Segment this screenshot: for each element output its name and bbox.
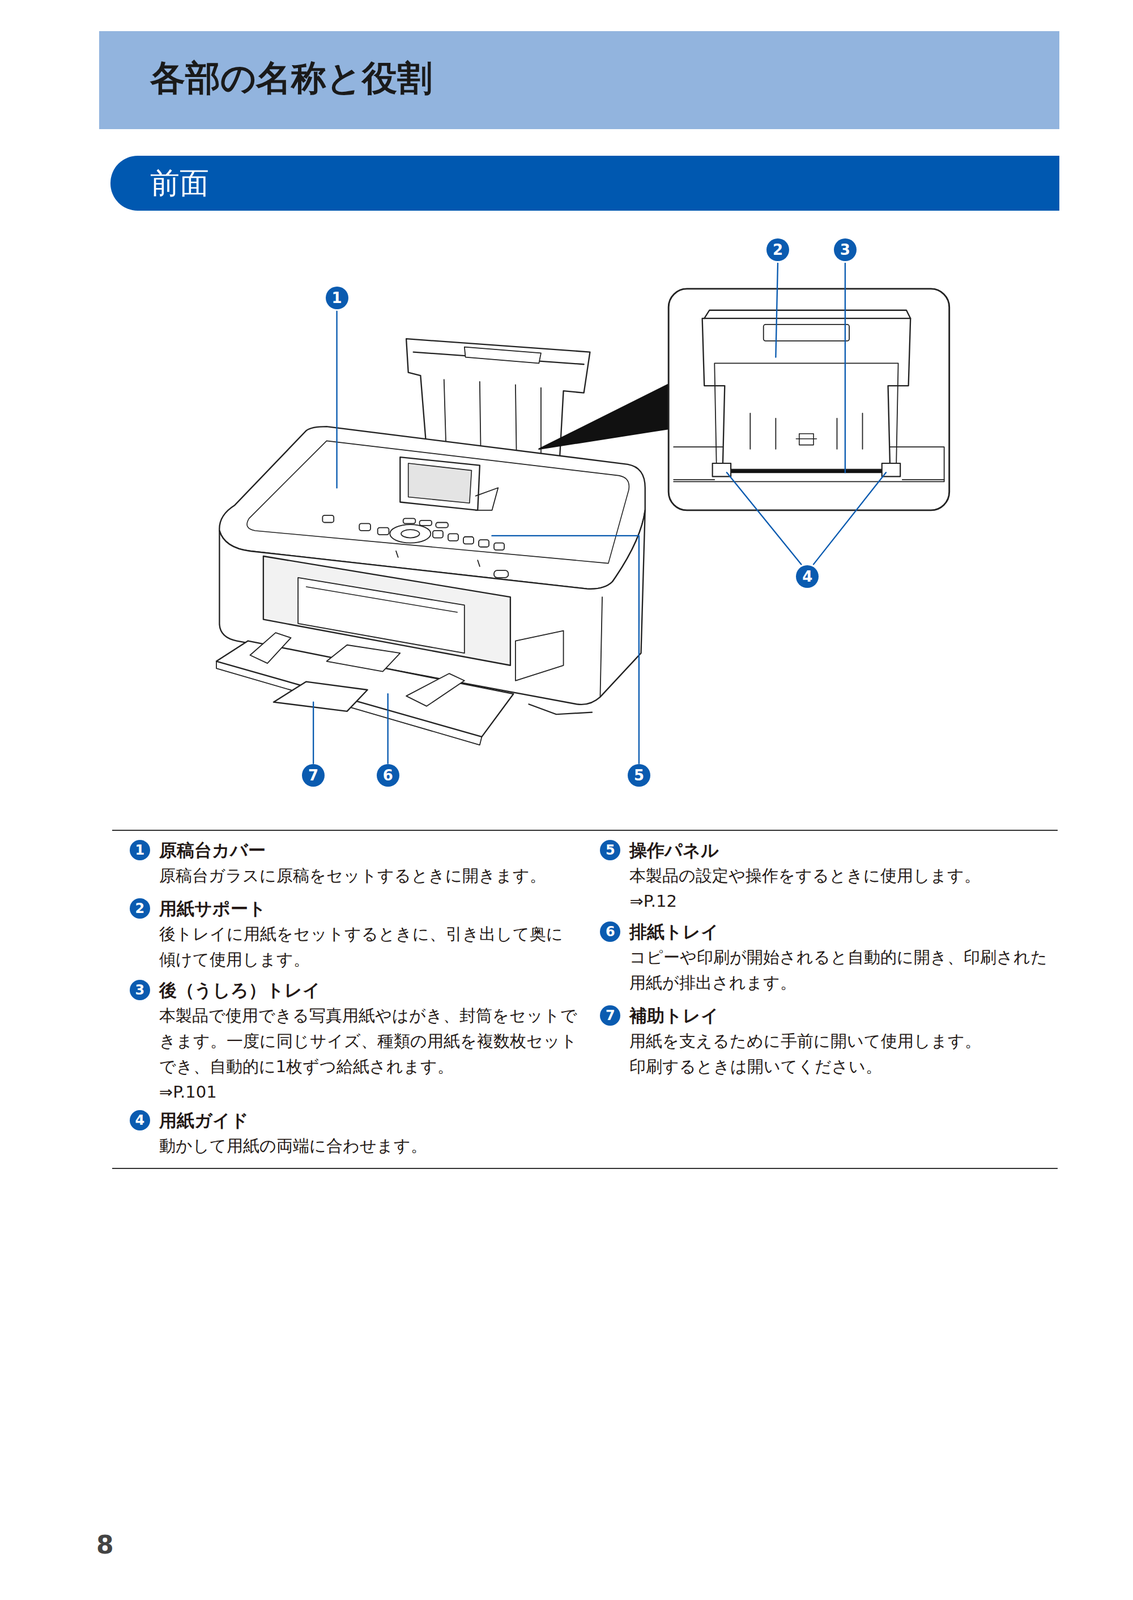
part-description: 動かして用紙の両端に合わせます。 [159,1133,578,1160]
rule-line [112,1168,1058,1170]
part-description: ⇒P.12 [629,888,1048,915]
section-heading: 前面 [150,165,210,200]
callout-number: 6 [599,921,621,943]
description-item: 3 後（うしろ）トレイ本製品で使用できる写真用紙やはがき、封筒をセットできます。一… [129,977,578,1106]
lcd [399,457,480,511]
part-description: 後トレイに用紙をセットするときに、引き出して奥に傾けて使用します。 [159,921,578,973]
callout-number: 1 [325,286,349,310]
description-item: 5 操作パネル本製品の設定や操作をするときに使用します。⇒P.12 [599,837,1048,915]
operation-panel [322,515,509,578]
callout-number: 6 [376,764,400,787]
description-item: 6 排紙トレイコピーや印刷が開始されると自動的に開き、印刷された用紙が排出されます… [599,918,1048,996]
output-tray-extension [273,682,368,712]
part-name: 用紙サポート [159,895,578,922]
part-description: ⇒P.101 [159,1079,578,1106]
part-name: 用紙ガイド [159,1107,578,1134]
callout-number: 7 [301,764,325,787]
leader-lines [313,263,887,764]
part-name: 原稿台カバー [159,837,578,864]
callout-number: 4 [795,565,819,589]
description-item: 4 用紙ガイド動かして用紙の両端に合わせます。 [129,1107,578,1160]
callout-number: 5 [627,764,651,787]
callout-number: 3 [129,980,151,1001]
zoom-wedge [538,383,670,449]
part-description: 本製品の設定や操作をするときに使用します。 [629,863,1048,889]
callout-number: 2 [129,898,151,919]
page-title: 各部の名称と役割 [150,55,433,101]
part-description: 原稿台ガラスに原稿をセットするときに開きます。 [159,863,578,889]
part-description: コピーや印刷が開始されると自動的に開き、印刷された用紙が排出されます。 [629,944,1048,996]
callout-number: 7 [599,1005,621,1026]
section-band: 前面 [110,155,1060,211]
part-name: 排紙トレイ [629,918,1048,945]
part-description: 本製品で使用できる写真用紙やはがき、封筒をセットできます。一度に同じサイズ、種類… [159,1003,578,1080]
part-name: 操作パネル [629,837,1048,864]
callout-number: 5 [599,840,621,861]
description-item: 1 原稿台カバー原稿台ガラスに原稿をセットするときに開きます。 [129,837,578,889]
callout-number: 4 [129,1110,151,1131]
part-name: 後（うしろ）トレイ [159,977,578,1004]
part-description: 用紙を支えるために手前に開いて使用します。 [629,1028,1048,1055]
part-name: 補助トレイ [629,1002,1048,1029]
description-item: 2 用紙サポート後トレイに用紙をセットするときに、引き出して奥に傾けて使用します。 [129,895,578,973]
callout-number: 1 [129,840,151,861]
rear-tray [702,318,911,470]
detail-inset [668,288,949,511]
callout-number: 2 [766,238,790,262]
rule-line [112,829,1058,832]
output-opening [263,556,511,666]
page-number: 8 [96,1529,114,1562]
description-item: 7 補助トレイ用紙を支えるために手前に開いて使用します。印刷するときは開いてくださ… [599,1002,1048,1080]
part-description: 印刷するときは開いてください。 [629,1054,1048,1080]
callout-number: 3 [833,238,857,262]
